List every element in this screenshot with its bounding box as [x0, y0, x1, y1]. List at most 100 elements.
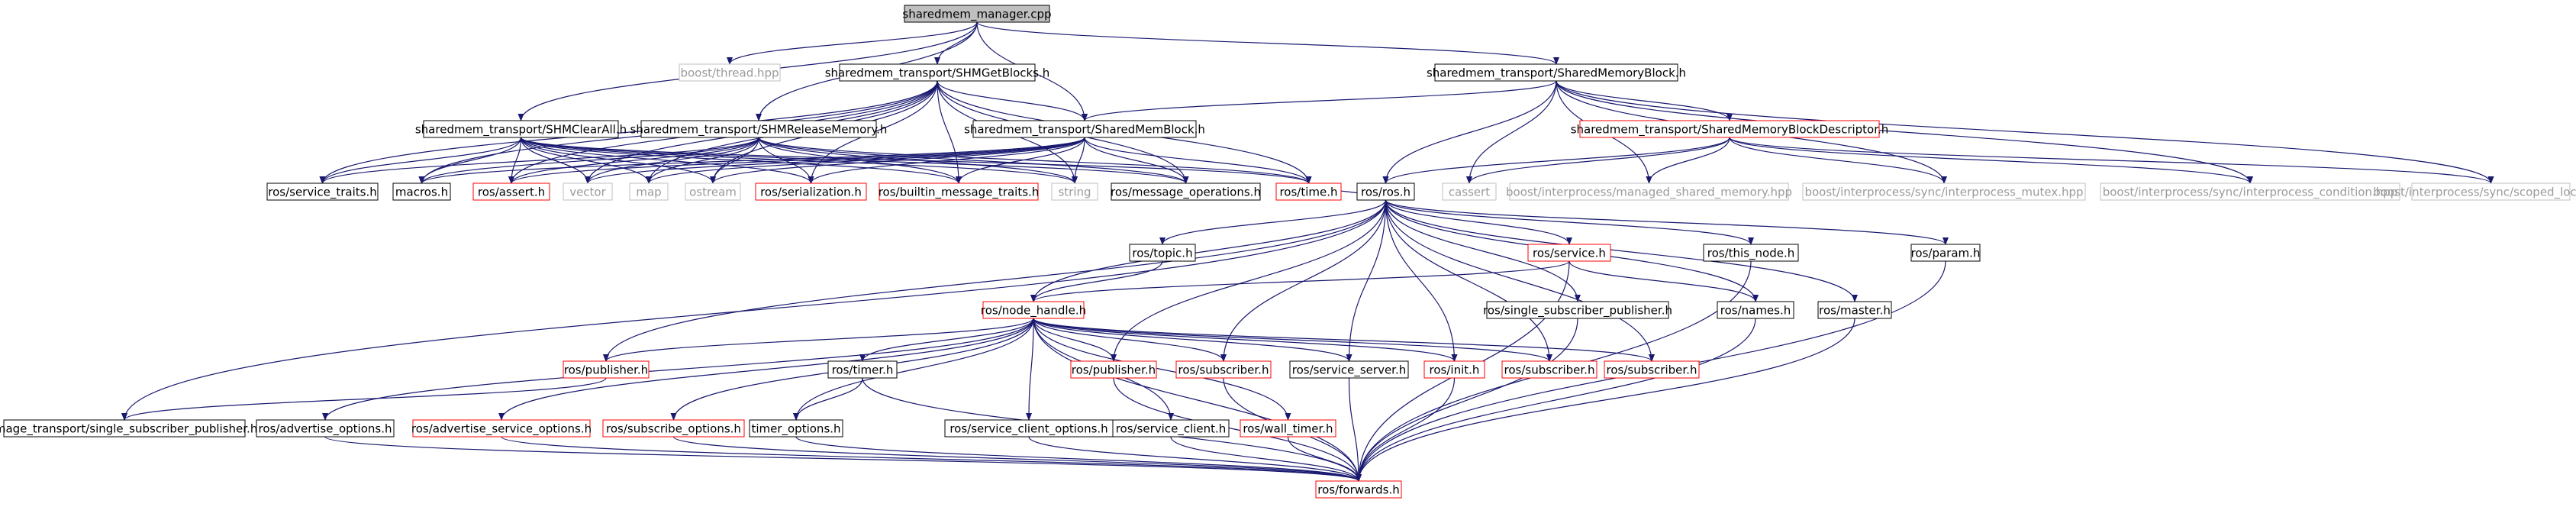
node-label-init: ros/init.h	[1430, 363, 1480, 377]
node-node_handle[interactable]: ros/node_handle.h	[981, 301, 1086, 319]
node-label-master: ros/master.h	[1819, 304, 1891, 318]
node-label-cassert: cassert	[1449, 186, 1490, 199]
node-box-image_ssp	[3, 419, 246, 438]
node-service_server[interactable]: ros/service_server.h	[1289, 360, 1409, 379]
edge-ros-to-master	[1385, 199, 1858, 302]
node-publisher1[interactable]: ros/publisher.h	[563, 360, 650, 379]
edge-ros-to-subscriber1	[1220, 199, 1387, 362]
node-subscriber2[interactable]: ros/subscriber.h	[1501, 360, 1598, 379]
node-service[interactable]: ros/service.h	[1527, 244, 1611, 262]
node-label-image_ssp: image_transport/single_subscriber_publis…	[0, 422, 257, 437]
node-subscribe_opts[interactable]: ros/subscribe_options.h	[602, 419, 745, 438]
node-macros[interactable]: macros.h	[392, 182, 451, 201]
node-shmclear[interactable]: sharedmem_transport/SHMClearAll.h	[415, 120, 627, 138]
node-label-advertise: ros/advertise_options.h	[259, 422, 392, 437]
node-svc_client[interactable]: ros/service_client.h	[1112, 419, 1230, 438]
node-shmmemblock[interactable]: sharedmem_transport/SharedMemBlock.h	[964, 120, 1205, 138]
node-box-vector	[563, 182, 613, 201]
edge-shmdesc-to-condition	[1729, 137, 2253, 184]
node-adv_service[interactable]: ros/advertise_service_options.h	[411, 419, 592, 438]
node-timer[interactable]: ros/timer.h	[827, 360, 898, 379]
edge-shmmemblock-to-macros	[418, 137, 1085, 184]
node-mutex: boost/interprocess/sync/interprocess_mut…	[1802, 182, 2086, 201]
node-builtin[interactable]: ros/builtin_message_traits.h	[879, 182, 1040, 201]
node-box-subscribe_opts	[602, 419, 745, 438]
edge-service-to-node_handle	[1030, 260, 1570, 302]
node-label-param: ros/param.h	[1911, 247, 1981, 260]
node-init[interactable]: ros/init.h	[1423, 360, 1485, 379]
node-box-shmblock	[1434, 63, 1678, 82]
node-param[interactable]: ros/param.h	[1910, 244, 1981, 262]
node-box-mutex	[1802, 182, 2086, 201]
node-label-string: string	[1058, 186, 1091, 199]
node-box-this_node	[1703, 244, 1799, 262]
edge-root-to-boost_thread	[727, 21, 978, 65]
node-subscriber3[interactable]: ros/subscriber.h	[1604, 360, 1700, 379]
edge-node_handle-to-subscriber2	[1033, 318, 1552, 362]
edge-shmmemblock-to-vector	[585, 137, 1085, 184]
node-box-shmclear	[423, 120, 619, 138]
edge-node_handle-to-forwards	[1033, 318, 1362, 482]
edge-shmclear-to-msgops	[520, 137, 1189, 184]
node-box-service_traits	[266, 182, 379, 201]
node-subscriber1[interactable]: ros/subscriber.h	[1175, 360, 1272, 379]
node-label-service_traits: ros/service_traits.h	[268, 186, 377, 200]
edge-node_handle-to-init	[1033, 318, 1458, 362]
edge-ssp-to-forwards	[1356, 318, 1578, 482]
edge-ros-to-init	[1385, 199, 1458, 362]
edge-shmrelease-to-time	[758, 137, 1312, 184]
node-msgops[interactable]: ros/message_operations.h	[1111, 182, 1261, 201]
edge-ros-to-service	[1385, 199, 1572, 245]
node-box-node_handle	[982, 301, 1085, 319]
node-service_traits[interactable]: ros/service_traits.h	[266, 182, 379, 201]
node-label-publisher1: ros/publisher.h	[564, 363, 648, 377]
node-shmget[interactable]: sharedmem_transport/SHMGetBlocks.h	[825, 63, 1050, 82]
node-ros[interactable]: ros/ros.h	[1356, 182, 1415, 201]
edge-shmrelease-to-map	[646, 137, 759, 184]
node-image_ssp[interactable]: image_transport/single_subscriber_publis…	[0, 419, 257, 438]
node-label-shmclear: sharedmem_transport/SHMClearAll.h	[415, 123, 627, 137]
node-string: string	[1051, 182, 1098, 201]
node-map: map	[629, 182, 669, 201]
node-shmrelease[interactable]: sharedmem_transport/SHMReleaseMemory.h	[630, 120, 888, 138]
node-this_node[interactable]: ros/this_node.h	[1703, 244, 1799, 262]
node-svc_client_opts[interactable]: ros/service_client_options.h	[944, 419, 1114, 438]
node-label-ros: ros/ros.h	[1361, 186, 1411, 199]
node-timer_opts[interactable]: timer_options.h	[749, 419, 843, 438]
node-shmblock[interactable]: sharedmem_transport/SharedMemoryBlock.h	[1427, 63, 1686, 82]
node-label-topic: ros/topic.h	[1132, 247, 1192, 260]
node-advertise[interactable]: ros/advertise_options.h	[256, 419, 395, 438]
node-label-root: sharedmem_manager.cpp	[902, 8, 1051, 22]
edge-shmmemblock-to-builtin	[956, 137, 1085, 184]
node-box-ostream	[685, 182, 741, 201]
edge-wall_timer-to-forwards	[1287, 436, 1362, 482]
node-box-scoped	[2411, 182, 2571, 201]
node-assert[interactable]: ros/assert.h	[472, 182, 550, 201]
node-publisher2[interactable]: ros/publisher.h	[1070, 360, 1157, 379]
node-managed: boost/interprocess/managed_shared_memory…	[1506, 182, 1792, 201]
edge-shmmemblock-to-string	[1072, 137, 1085, 184]
node-serialization[interactable]: ros/serialization.h	[755, 182, 867, 201]
node-time[interactable]: ros/time.h	[1275, 182, 1342, 201]
edge-shmdesc-to-scoped	[1729, 137, 2494, 184]
node-wall_timer[interactable]: ros/wall_timer.h	[1240, 419, 1336, 438]
node-boost_thread: boost/thread.hpp	[679, 63, 781, 82]
node-shmdesc[interactable]: sharedmem_transport/SharedMemoryBlockDes…	[1571, 120, 1889, 138]
node-ssp[interactable]: ros/single_subscriber_publisher.h	[1483, 301, 1672, 319]
node-master[interactable]: ros/master.h	[1817, 301, 1892, 319]
node-names[interactable]: ros/names.h	[1717, 301, 1794, 319]
edge-topic-to-node_handle	[1030, 260, 1163, 302]
edge-init-to-forwards	[1356, 377, 1456, 482]
node-label-service: ros/service.h	[1533, 247, 1606, 260]
node-vector: vector	[563, 182, 613, 201]
edge-ros-to-publisher1	[603, 199, 1387, 362]
edge-shmclear-to-service_traits	[319, 137, 522, 184]
edge-shmrelease-to-service_traits	[319, 137, 759, 184]
node-root[interactable]: sharedmem_manager.cpp	[902, 5, 1052, 23]
node-topic[interactable]: ros/topic.h	[1129, 244, 1196, 262]
node-forwards[interactable]: ros/forwards.h	[1315, 480, 1402, 499]
node-scoped: boost/interprocess/sync/scoped_lock.hpp	[2373, 182, 2576, 201]
node-box-topic	[1129, 244, 1196, 262]
edge-service-to-names	[1568, 260, 1759, 302]
edge-shmclear-to-builtin	[520, 137, 962, 184]
